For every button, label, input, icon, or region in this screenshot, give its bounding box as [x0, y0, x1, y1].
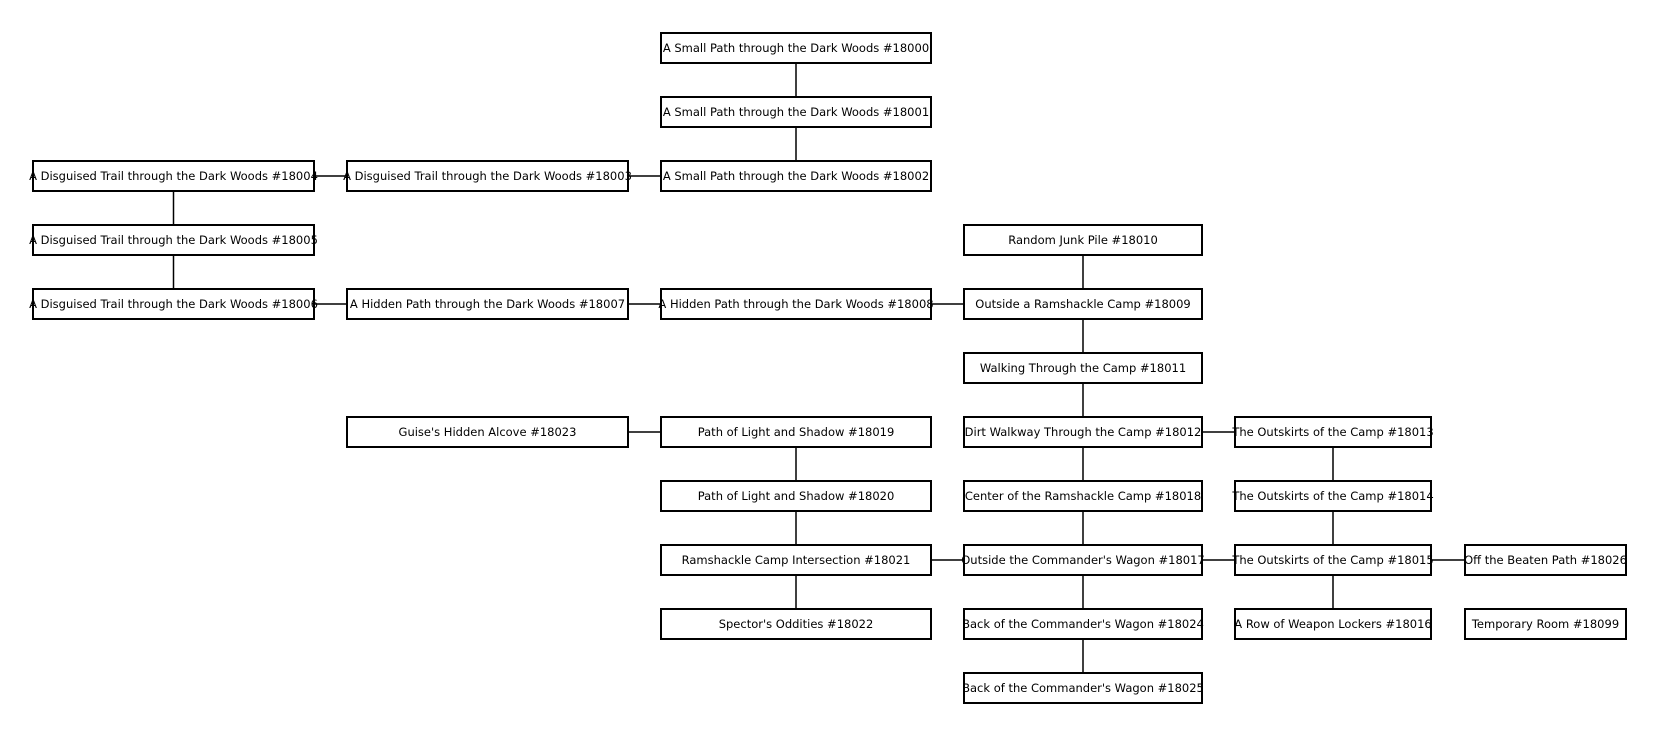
room-node-18005[interactable]: A Disguised Trail through the Dark Woods… [29, 224, 318, 256]
room-node-18002[interactable]: A Small Path through the Dark Woods #180… [660, 160, 932, 192]
room-node-18000[interactable]: A Small Path through the Dark Woods #180… [660, 32, 932, 64]
room-node-18016[interactable]: A Row of Weapon Lockers #18016 [1234, 608, 1432, 640]
room-node-18003[interactable]: A Disguised Trail through the Dark Woods… [343, 160, 632, 192]
room-node-18014[interactable]: The Outskirts of the Camp #18014 [1232, 480, 1434, 512]
room-node-18009[interactable]: Outside a Ramshackle Camp #18009 [963, 288, 1203, 320]
room-node-18026[interactable]: Off the Beaten Path #18026 [1464, 544, 1627, 576]
room-node-18025[interactable]: Back of the Commander's Wagon #18025 [962, 672, 1204, 704]
room-node-18023[interactable]: Guise's Hidden Alcove #18023 [346, 416, 629, 448]
room-node-18006[interactable]: A Disguised Trail through the Dark Woods… [29, 288, 318, 320]
room-node-18012[interactable]: Dirt Walkway Through the Camp #18012 [963, 416, 1203, 448]
room-node-18008[interactable]: A Hidden Path through the Dark Woods #18… [658, 288, 934, 320]
room-node-18022[interactable]: Spector's Oddities #18022 [660, 608, 932, 640]
room-node-18001[interactable]: A Small Path through the Dark Woods #180… [660, 96, 932, 128]
room-node-18004[interactable]: A Disguised Trail through the Dark Woods… [29, 160, 318, 192]
room-node-18024[interactable]: Back of the Commander's Wagon #18024 [962, 608, 1204, 640]
room-node-18010[interactable]: Random Junk Pile #18010 [963, 224, 1203, 256]
room-node-18021[interactable]: Ramshackle Camp Intersection #18021 [660, 544, 932, 576]
room-node-18017[interactable]: Outside the Commander's Wagon #18017 [961, 544, 1205, 576]
room-node-18018[interactable]: Center of the Ramshackle Camp #18018 [963, 480, 1203, 512]
room-node-18011[interactable]: Walking Through the Camp #18011 [963, 352, 1203, 384]
room-node-18007[interactable]: A Hidden Path through the Dark Woods #18… [346, 288, 629, 320]
room-node-18019[interactable]: Path of Light and Shadow #18019 [660, 416, 932, 448]
room-node-18013[interactable]: The Outskirts of the Camp #18013 [1232, 416, 1434, 448]
room-node-18020[interactable]: Path of Light and Shadow #18020 [660, 480, 932, 512]
room-node-18099[interactable]: Temporary Room #18099 [1464, 608, 1627, 640]
room-node-18015[interactable]: The Outskirts of the Camp #18015 [1232, 544, 1434, 576]
